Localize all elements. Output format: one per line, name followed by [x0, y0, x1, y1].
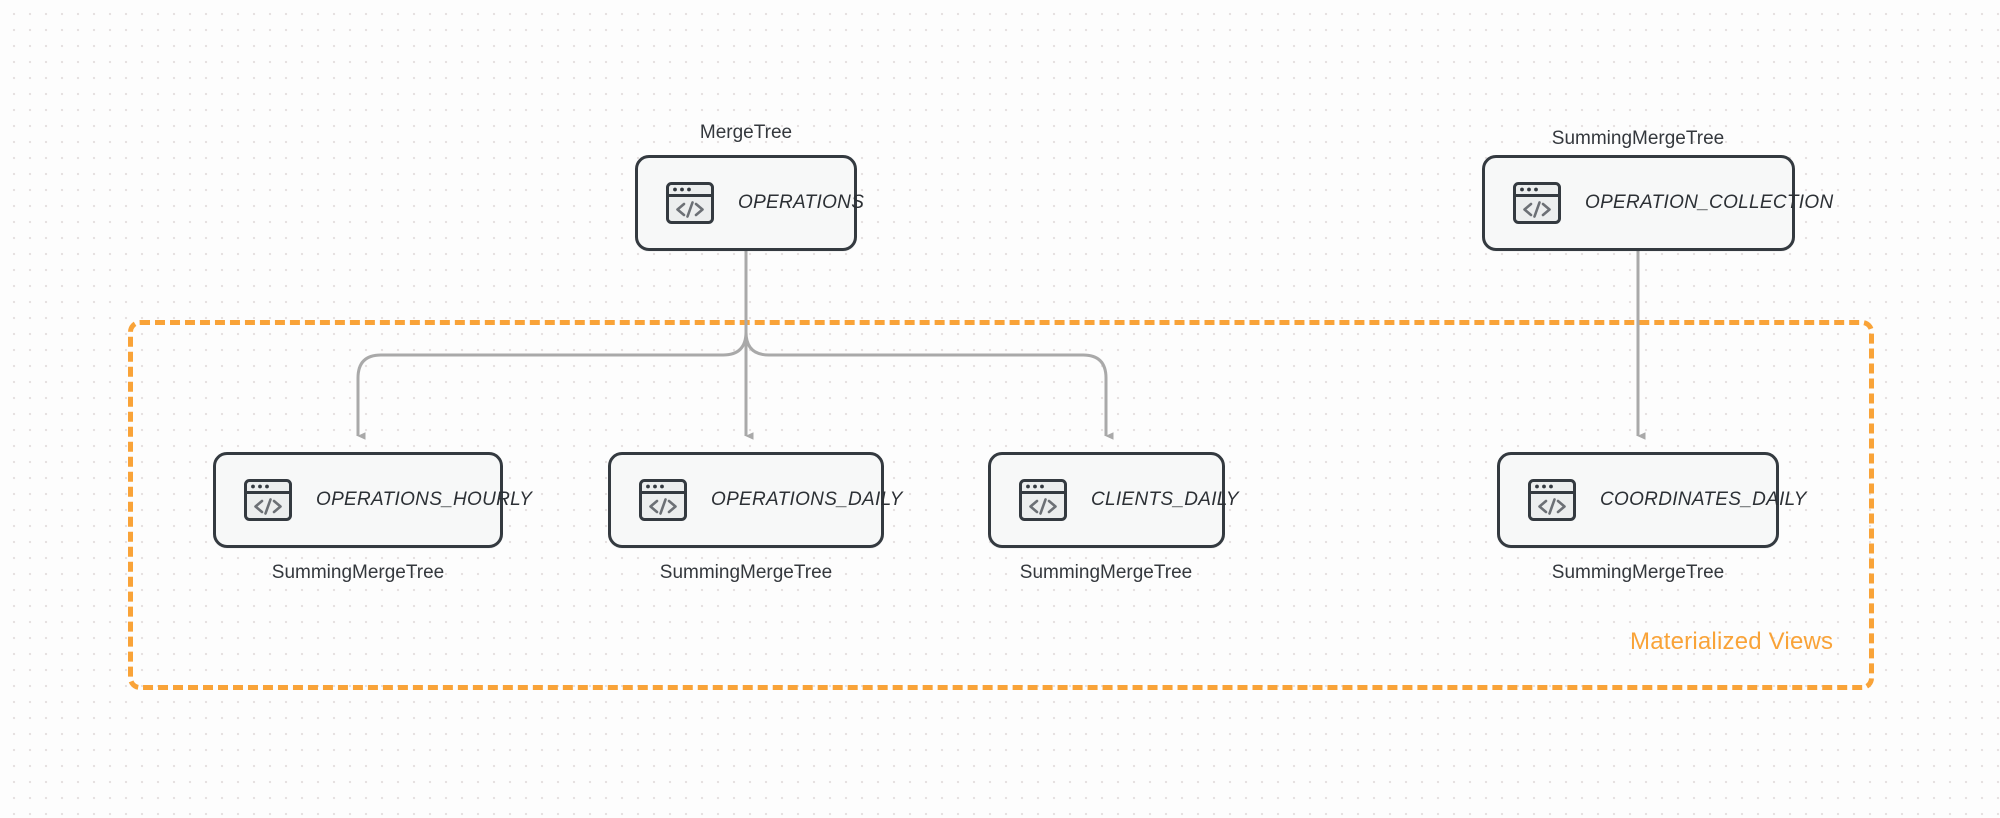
- engine-caption-coordinates_daily: SummingMergeTree: [1551, 562, 1725, 583]
- engine-caption-operation_collection: SummingMergeTree: [1551, 128, 1725, 149]
- engine-caption-operations_hourly: SummingMergeTree: [271, 562, 445, 583]
- node-operations-hourly[interactable]: OPERATIONS_HOURLY: [213, 452, 532, 548]
- code-window-icon-wrapper: [242, 474, 294, 526]
- code-window-icon: [1528, 479, 1576, 521]
- node-label: CLIENTS_DAILY: [1091, 489, 1239, 510]
- node-label: OPERATIONS_HOURLY: [316, 489, 533, 510]
- node-label: OPERATIONS: [738, 192, 865, 213]
- engine-caption-operations_daily: SummingMergeTree: [659, 562, 833, 583]
- node-coordinates-daily[interactable]: COORDINATES_DAILY: [1497, 452, 1806, 548]
- code-window-icon: [666, 182, 714, 224]
- node-label: OPERATION_COLLECTION: [1585, 192, 1834, 213]
- materialized-views-group-label: Materialized Views: [1630, 628, 1834, 655]
- code-window-icon: [244, 479, 292, 521]
- code-window-icon-wrapper: [1511, 177, 1563, 229]
- code-window-icon-wrapper: [1526, 474, 1578, 526]
- code-window-icon: [1019, 479, 1067, 521]
- code-window-icon: [639, 479, 687, 521]
- node-operation-collection[interactable]: OPERATION_COLLECTION: [1482, 155, 1833, 251]
- engine-caption-clients_daily: SummingMergeTree: [1019, 562, 1193, 583]
- code-window-icon: [1513, 182, 1561, 224]
- code-window-icon-wrapper: [664, 177, 716, 229]
- node-operations-daily[interactable]: OPERATIONS_DAILY: [608, 452, 902, 548]
- node-label: OPERATIONS_DAILY: [711, 489, 903, 510]
- code-window-icon-wrapper: [637, 474, 689, 526]
- node-clients-daily[interactable]: CLIENTS_DAILY: [988, 452, 1239, 548]
- code-window-icon-wrapper: [1017, 474, 1069, 526]
- node-label: COORDINATES_DAILY: [1600, 489, 1807, 510]
- engine-caption-operations: MergeTree: [699, 122, 793, 143]
- node-operations[interactable]: OPERATIONS: [635, 155, 864, 251]
